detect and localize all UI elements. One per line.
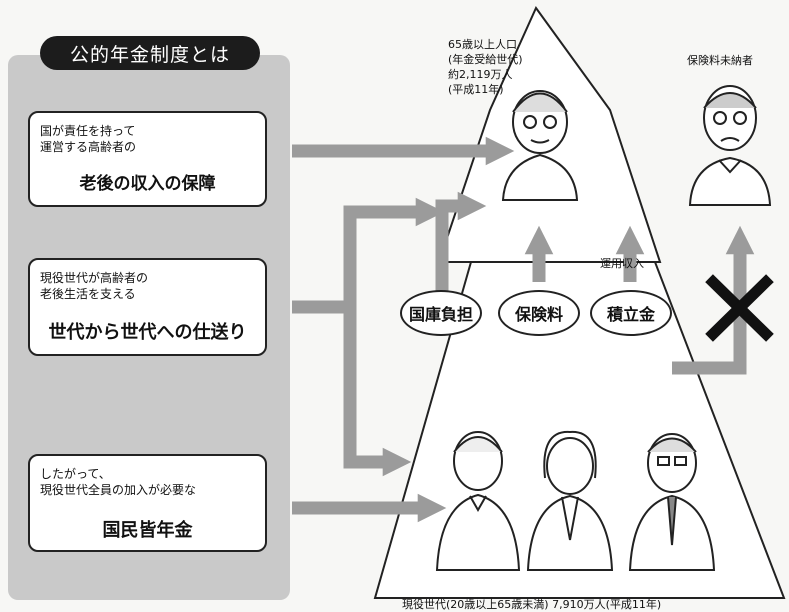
card-income-guarantee: 国が責任を持って 運営する高齢者の 老後の収入の保障 bbox=[28, 111, 267, 207]
arrow-support-upper bbox=[292, 197, 445, 314]
bubble-reserve: 積立金 bbox=[590, 290, 672, 336]
investment-income-label: 運用収入 bbox=[600, 257, 644, 270]
diagram-title: 公的年金制度とは bbox=[40, 36, 260, 70]
elderly-info-line: (年金受給世代) bbox=[448, 53, 523, 66]
arrow-treasury bbox=[435, 191, 487, 300]
elderly-info-line: 65歳以上人口 bbox=[448, 38, 517, 51]
elderly-info-line: (平成11年) bbox=[448, 83, 504, 96]
bubble-treasury: 国庫負担 bbox=[400, 290, 482, 336]
card-sub-line-1: 国が責任を持って bbox=[40, 124, 136, 138]
elderly-info-line: 約2,119万人 bbox=[448, 68, 513, 81]
bubble-premium: 保険料 bbox=[498, 290, 580, 336]
worker-man-left-icon bbox=[435, 431, 521, 571]
worker-woman-icon bbox=[526, 430, 614, 571]
card-sub-line-2: 老後生活を支える bbox=[40, 287, 136, 301]
elderly-person-icon bbox=[501, 90, 579, 201]
unpaid-person-icon bbox=[688, 85, 772, 206]
arrow-unpaid bbox=[672, 225, 755, 375]
card-sub-line-1: したがって、 bbox=[40, 467, 111, 481]
card-sub-line-2: 現役世代全員の加入が必要な bbox=[40, 483, 197, 497]
card-universal-pension: したがって、 現役世代全員の加入が必要な 国民皆年金 bbox=[28, 454, 267, 552]
elderly-population-info: 65歳以上人口 (年金受給世代) 約2,119万人 (平成11年) bbox=[448, 37, 523, 97]
card-sub-line-2: 運営する高齢者の bbox=[40, 140, 137, 154]
card-main-text: 老後の収入の保障 bbox=[79, 174, 216, 194]
card-main-text: 世代から世代への仕送り bbox=[48, 322, 247, 343]
card-main-text: 国民皆年金 bbox=[102, 520, 193, 541]
cross-mark-icon bbox=[705, 274, 774, 342]
arrow-support-lower bbox=[343, 307, 412, 477]
working-generation-label: 現役世代(20歳以上65歳未満) 7,910万人(平成11年) bbox=[402, 598, 662, 611]
card-intergenerational-transfer: 現役世代が高齢者の 老後生活を支える 世代から世代への仕送り bbox=[28, 258, 267, 356]
worker-man-right-icon bbox=[628, 433, 716, 571]
unpaid-label: 保険料未納者 bbox=[687, 54, 753, 67]
card-sub-line-1: 現役世代が高齢者の bbox=[40, 271, 149, 285]
